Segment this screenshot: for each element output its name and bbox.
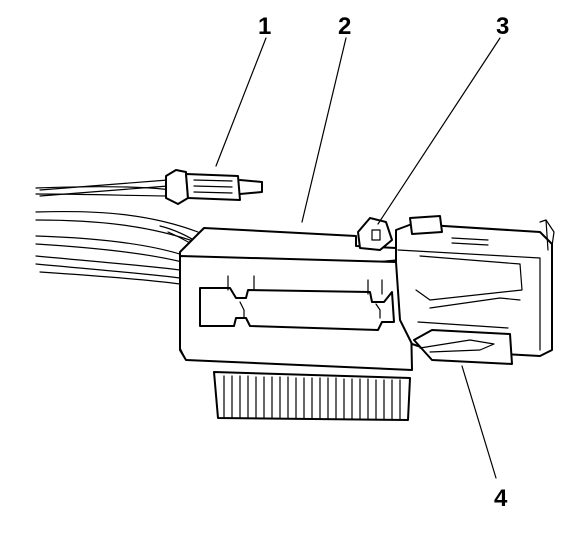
callout-1: 1 [258,13,271,40]
callout-3: 3 [496,13,509,40]
leader-lines [215,37,501,479]
leader-line-2 [301,37,347,223]
terminal [39,169,263,205]
callout-2: 2 [338,13,351,40]
locking-tab [357,217,393,251]
slide-lock [413,297,521,365]
wire-harness [35,186,203,285]
pin-block [213,371,411,421]
callout-4: 4 [494,485,508,512]
connector-body [179,227,413,371]
leader-line-3 [377,37,501,225]
leader-line-1 [215,37,267,167]
leader-line-4 [461,365,497,479]
